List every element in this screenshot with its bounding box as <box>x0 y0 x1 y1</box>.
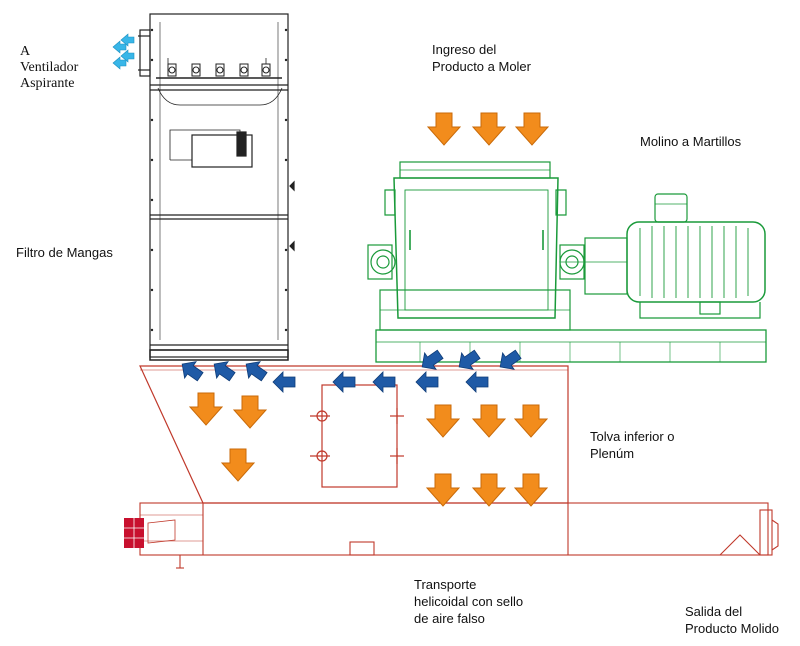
screw-conveyor <box>139 502 779 569</box>
fan-label: A Ventilador Aspirante <box>20 44 78 92</box>
inlet-label: Ingreso del Producto a Moler <box>432 41 531 75</box>
mill-label: Molino a Martillos <box>640 134 742 149</box>
fan-airflow-arrows <box>112 33 135 70</box>
conveyor-label-line-3: de aire falso <box>414 611 485 626</box>
hopper-label-line-2: Plenúm <box>590 446 635 461</box>
outlet-label: Salida del Producto Molido <box>685 603 779 637</box>
fan-label-line-2: Ventilador <box>20 60 79 75</box>
conveyor-label-line-1: Transporte <box>414 577 477 592</box>
airflow-arrows <box>176 345 525 393</box>
bag-filter <box>138 13 295 361</box>
fan-label-line-1: A <box>20 44 31 59</box>
outlet-label-line-2: Producto Molido <box>685 621 779 636</box>
inlet-label-line-1: Ingreso del <box>432 42 497 57</box>
inlet-label-line-2: Producto a Moler <box>432 59 531 74</box>
product-flow-arrows <box>189 112 549 507</box>
conveyor-label: Transporte helicoidal con sello de aire … <box>414 576 523 627</box>
outlet-label-line-1: Salida del <box>685 604 743 619</box>
hammer-mill <box>367 161 767 363</box>
filter-label: Filtro de Mangas <box>16 245 113 260</box>
fan-label-line-3: Aspirante <box>20 76 75 91</box>
hopper-label: Tolva inferior o Plenúm <box>590 428 675 462</box>
conveyor-label-line-2: helicoidal con sello <box>414 594 524 609</box>
hopper-label-line-1: Tolva inferior o <box>590 429 675 444</box>
